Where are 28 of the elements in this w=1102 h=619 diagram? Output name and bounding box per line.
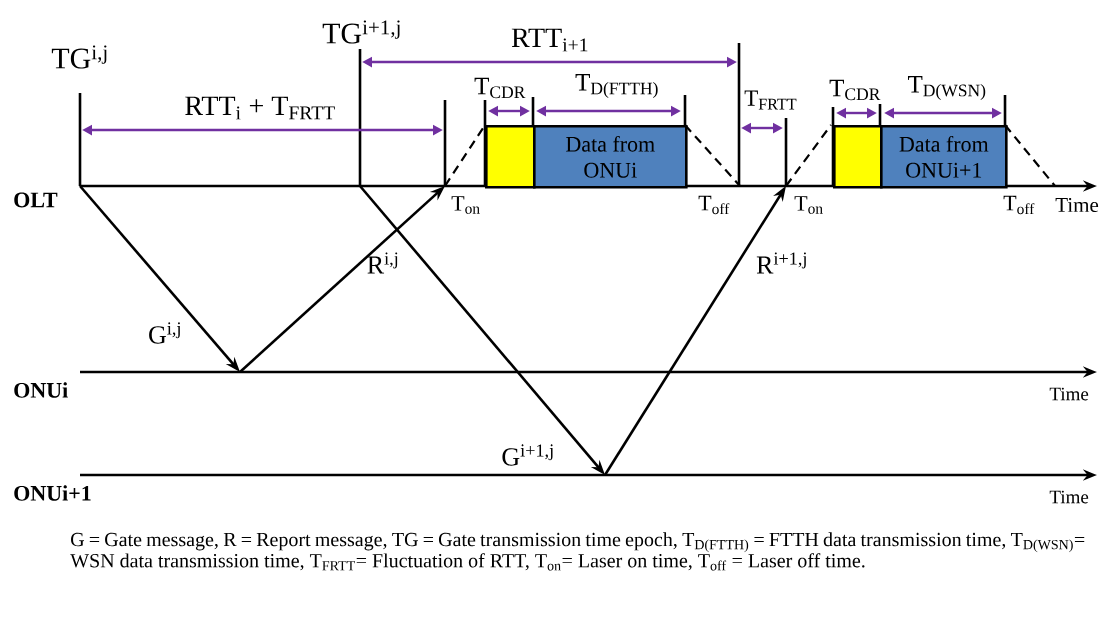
interval-label: T$_{CDR}$ — [829, 79, 881, 101]
laser-time-label: T$_{off}$ — [698, 195, 730, 215]
time-epoch-label: TG$^{i+1,j}$ — [322, 20, 400, 44]
interval-label: T$_{D(FTTH)}$ — [575, 74, 658, 98]
axis-unit-label: Time — [1055, 197, 1099, 213]
data-box: Data from ONUi+1 — [880, 125, 1008, 189]
laser-time-label: T$_{on}$ — [794, 196, 823, 214]
preamble-box — [485, 125, 536, 189]
time-epoch-label: TG$^{i,j}$ — [51, 45, 107, 69]
axis-label: OLT — [14, 192, 58, 208]
interval-label: RTT$_{i+1}$ — [511, 28, 588, 52]
axis-label: ONUi — [14, 382, 68, 398]
laser-time-label: T$_{off}$ — [1003, 195, 1035, 215]
interval-label: T$_{CDR}$ — [474, 77, 526, 99]
preamble-box — [833, 125, 883, 189]
message-label: G$^{i,j}$ — [149, 322, 180, 344]
message-label: G$^{i+1,j}$ — [502, 444, 553, 466]
laser-time-label: T$_{on}$ — [451, 196, 480, 214]
caption: G = Gate message, R = Report message, TG = Gate transmission time epoch, T$_{D(FTTH)}$ = FTTH data transmission time, T$_{D(WSN)}$= WSN data transmission time, T$_{FRTT}$= Fluctuation of RTT, T$_{on}$= Laser on time, T$_{off}$ = Laser off time. — [70, 532, 1085, 571]
message-label: R$^{i,j}$ — [367, 252, 398, 274]
interval-label: T$_{FRTT}$ — [744, 90, 797, 110]
axis-label: ONUi+1 — [14, 485, 91, 501]
axis-unit-label: Time — [1049, 387, 1089, 401]
message-label: R$^{i+1,j}$ — [756, 252, 806, 274]
interval-label: RTT$_{i}$ + T$_{FRTT}$ — [185, 96, 335, 120]
data-box: Data from ONUi — [533, 125, 688, 189]
axis-unit-label: Time — [1049, 490, 1089, 504]
interval-label: T$_{D(WSN)}$ — [908, 76, 986, 100]
